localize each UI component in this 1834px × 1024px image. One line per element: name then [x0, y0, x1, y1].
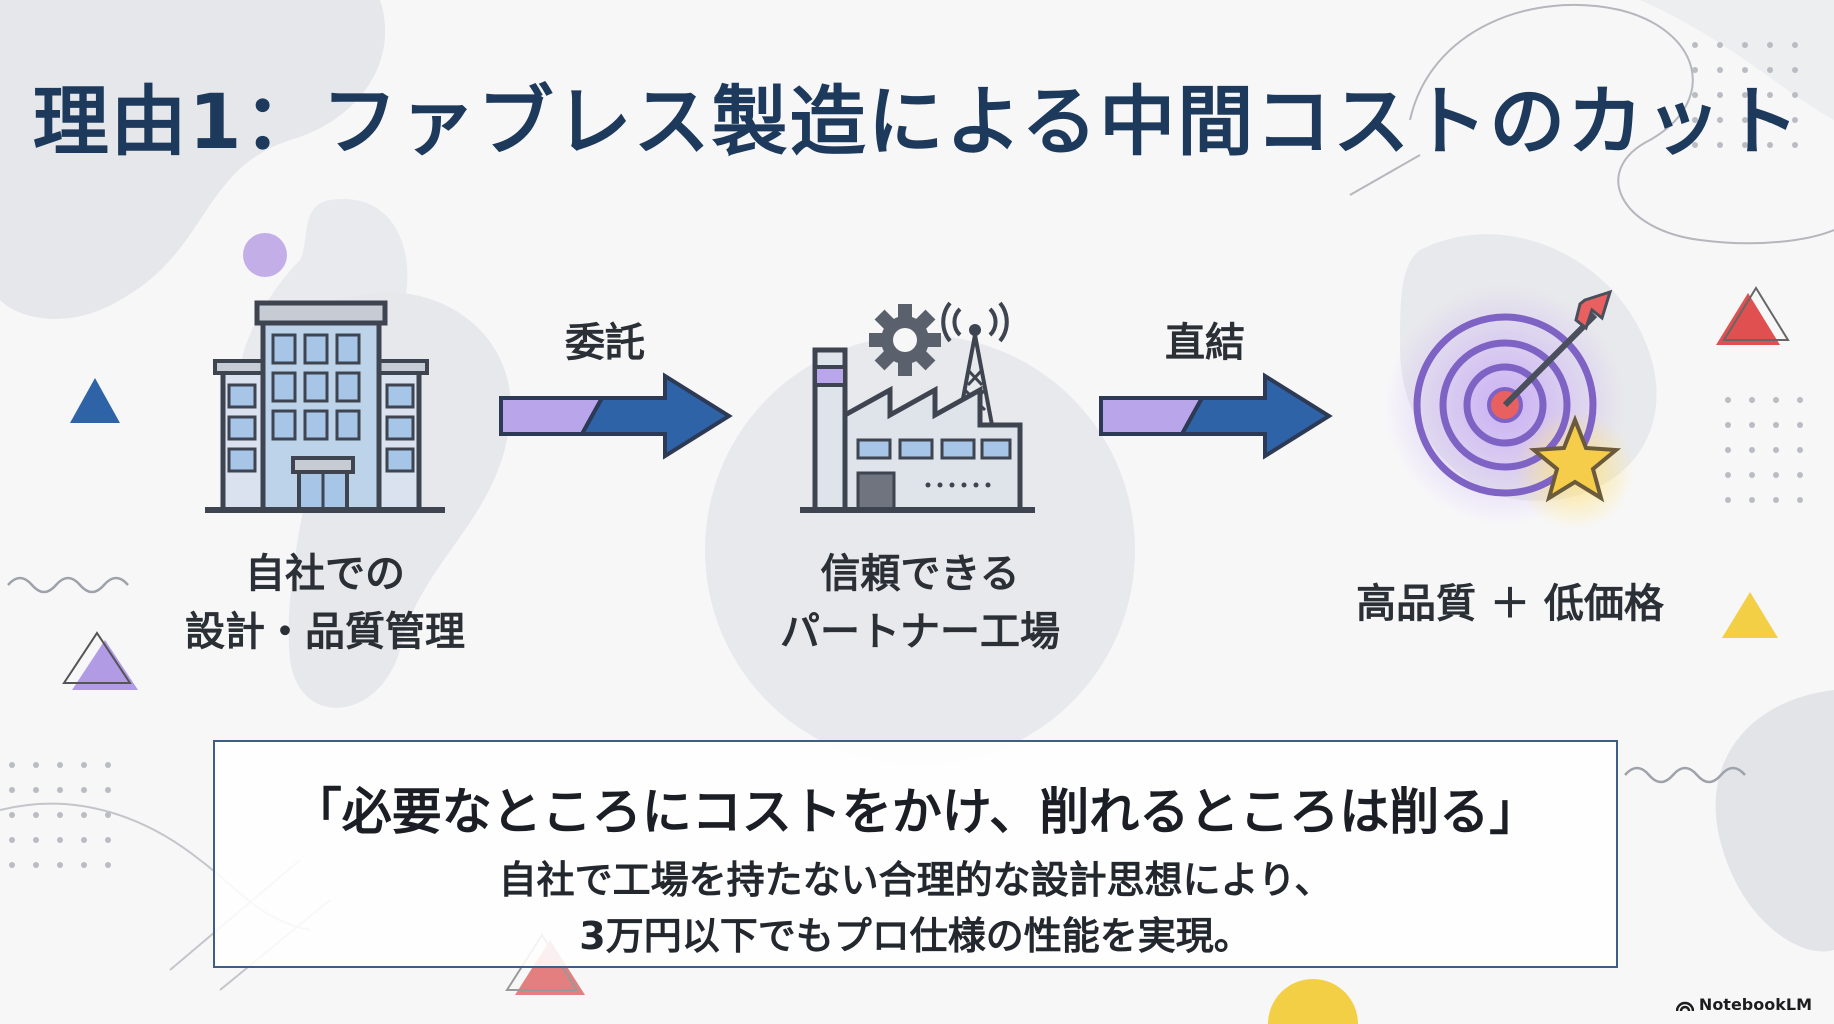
dot-grid-right — [1725, 397, 1803, 503]
triangle-outline-left — [62, 631, 132, 684]
flow-arrow-1 — [499, 372, 733, 460]
step-label-partner-line2: パートナー工場 — [780, 609, 1060, 655]
blob-top-left — [0, 0, 386, 319]
factory-icon — [800, 301, 1035, 513]
triangle-red-right — [1716, 293, 1780, 345]
quote-body: 自社で工場を持たない合理的な設計思想により、 3万円以下でもプロ仕様の性能を実現… — [215, 852, 1616, 964]
notebooklm-brand: NotebookLM — [1675, 995, 1812, 1014]
arrow-label-itaku: 委託 — [565, 320, 645, 366]
semicircle-yellow — [1268, 979, 1358, 1024]
quote-headline: 「必要なところにコストをかけ、削れるところは削る」 — [291, 783, 1540, 841]
page-title: 理由1：ファブレス製造による中間コストのカット — [32, 77, 1802, 166]
step-label-in-house-line1: 自社での — [245, 551, 405, 597]
curve-top-right — [1409, 3, 1834, 245]
quote-body-line2: 3万円以下でもプロ仕様の性能を実現。 — [579, 914, 1252, 958]
blob-bottom-right — [1715, 690, 1834, 952]
quote-body-line1: 自社で工場を持たない合理的な設計思想により、 — [498, 858, 1333, 902]
squiggle-left — [7, 576, 129, 594]
brand-label: NotebookLM — [1698, 995, 1812, 1014]
flow-arrow-2 — [1099, 372, 1333, 460]
step-label-in-house: 自社での 設計・品質管理 — [150, 545, 500, 661]
step-label-partner-line1: 信頼できる — [820, 551, 1020, 597]
step-label-partner-factory: 信頼できる パートナー工場 — [745, 545, 1095, 661]
step-label-in-house-line2: 設計・品質管理 — [185, 609, 465, 655]
circle-purple — [243, 233, 287, 277]
triangle-purple-left — [72, 640, 138, 690]
dot-grid-left — [9, 762, 111, 868]
blob-top-right — [1640, 0, 1834, 120]
triangle-yellow-right — [1722, 592, 1778, 638]
office-building-icon — [205, 300, 445, 513]
step-label-quality-price-text: 高品質 ＋ 低価格 — [1356, 581, 1664, 627]
dot-grid-top-right — [1692, 42, 1798, 148]
quote-box: 「必要なところにコストをかけ、削れるところは削る」 自社で工場を持たない合理的な… — [213, 740, 1618, 968]
line-top-right — [1349, 154, 1421, 196]
arrow-label-chokketsu: 直結 — [1165, 320, 1245, 366]
triangle-outline-right — [1722, 286, 1790, 341]
squiggle-right — [1624, 766, 1746, 784]
notebooklm-logo-icon — [1675, 1001, 1694, 1011]
step-label-quality-price: 高品質 ＋ 低価格 — [1310, 575, 1710, 633]
target-star-icon — [1385, 285, 1635, 530]
triangle-blue — [70, 378, 120, 423]
